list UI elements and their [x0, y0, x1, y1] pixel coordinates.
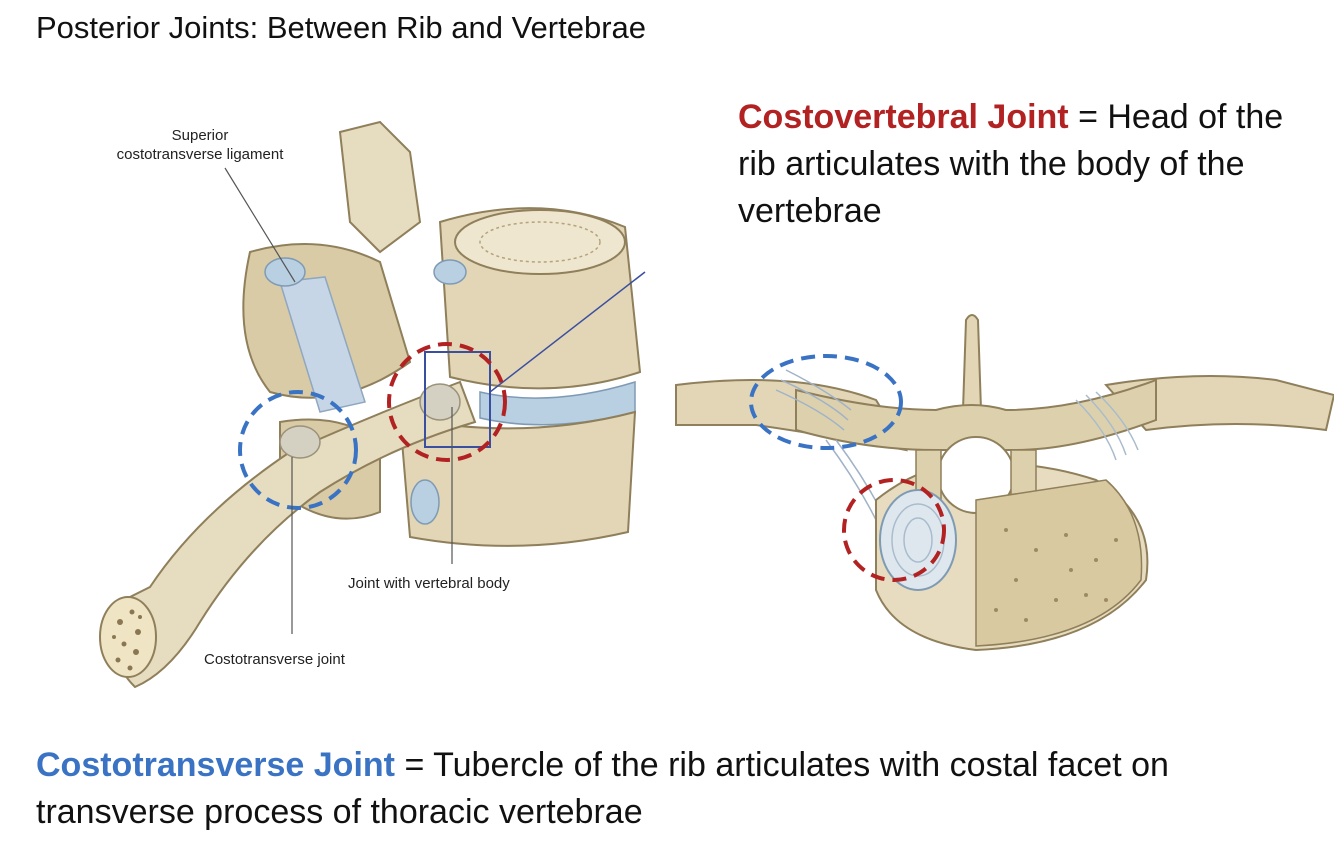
label-costotransverse-joint: Costotransverse joint: [204, 651, 346, 668]
costovertebral-term: Costovertebral Joint: [738, 98, 1069, 136]
superior-costotransverse-ligament: [279, 276, 366, 413]
costotransverse-text: = Tubercle of the rib articulates with c…: [36, 746, 1169, 831]
label-joint-with-vertebral-body: Joint with vertebral body: [348, 575, 510, 592]
lower-vertebral-body: [398, 410, 637, 547]
transverse-section-illustration: [675, 300, 1334, 660]
articular-facet-body: [433, 259, 467, 285]
transverse-section-svg: [675, 314, 1334, 652]
costovertebral-definition: Costovertebral Joint = Head of the rib a…: [738, 94, 1308, 235]
articular-facet-upper: [264, 257, 306, 287]
lamina: [795, 378, 1157, 451]
cancellous-bone-dots: [994, 528, 1118, 622]
costovertebral-highlight-circle: [387, 342, 507, 462]
costotransverse-definition: Costotransverse Joint = Tubercle of the …: [36, 742, 1306, 836]
rib-cancellous-bone: [112, 609, 142, 671]
label-superior-line2: costotransverse ligament: [117, 146, 285, 163]
joint-detail-box: [424, 351, 491, 448]
costotransverse-highlight-circle: [238, 390, 358, 510]
vertebra-rib-illustration: Superior costotransverse ligament Joint …: [80, 112, 680, 712]
vertebral-body-top: [454, 209, 626, 275]
costovertebral-text: = Head of the rib articulates with the b…: [738, 98, 1284, 230]
vertebra-rib-svg: Superior costotransverse ligament Joint …: [99, 120, 646, 689]
spinous-process: [338, 120, 422, 254]
slide-title: Posterior Joints: Between Rib and Verteb…: [36, 10, 647, 45]
label-superior-line1: Superior: [172, 127, 229, 144]
costotransverse-term: Costotransverse Joint: [36, 746, 395, 784]
articular-facet-lower: [410, 479, 440, 525]
cut-surface: [975, 479, 1143, 647]
rib-head-facet: [419, 383, 461, 421]
spinous-process-section: [961, 314, 983, 411]
right-rib: [1104, 375, 1334, 432]
rib-tubercle-facet: [279, 425, 321, 459]
costovertebral-section-highlight: [842, 478, 946, 582]
costotransverse-section-highlight: [749, 354, 903, 450]
rib-cross-section: [99, 596, 157, 678]
